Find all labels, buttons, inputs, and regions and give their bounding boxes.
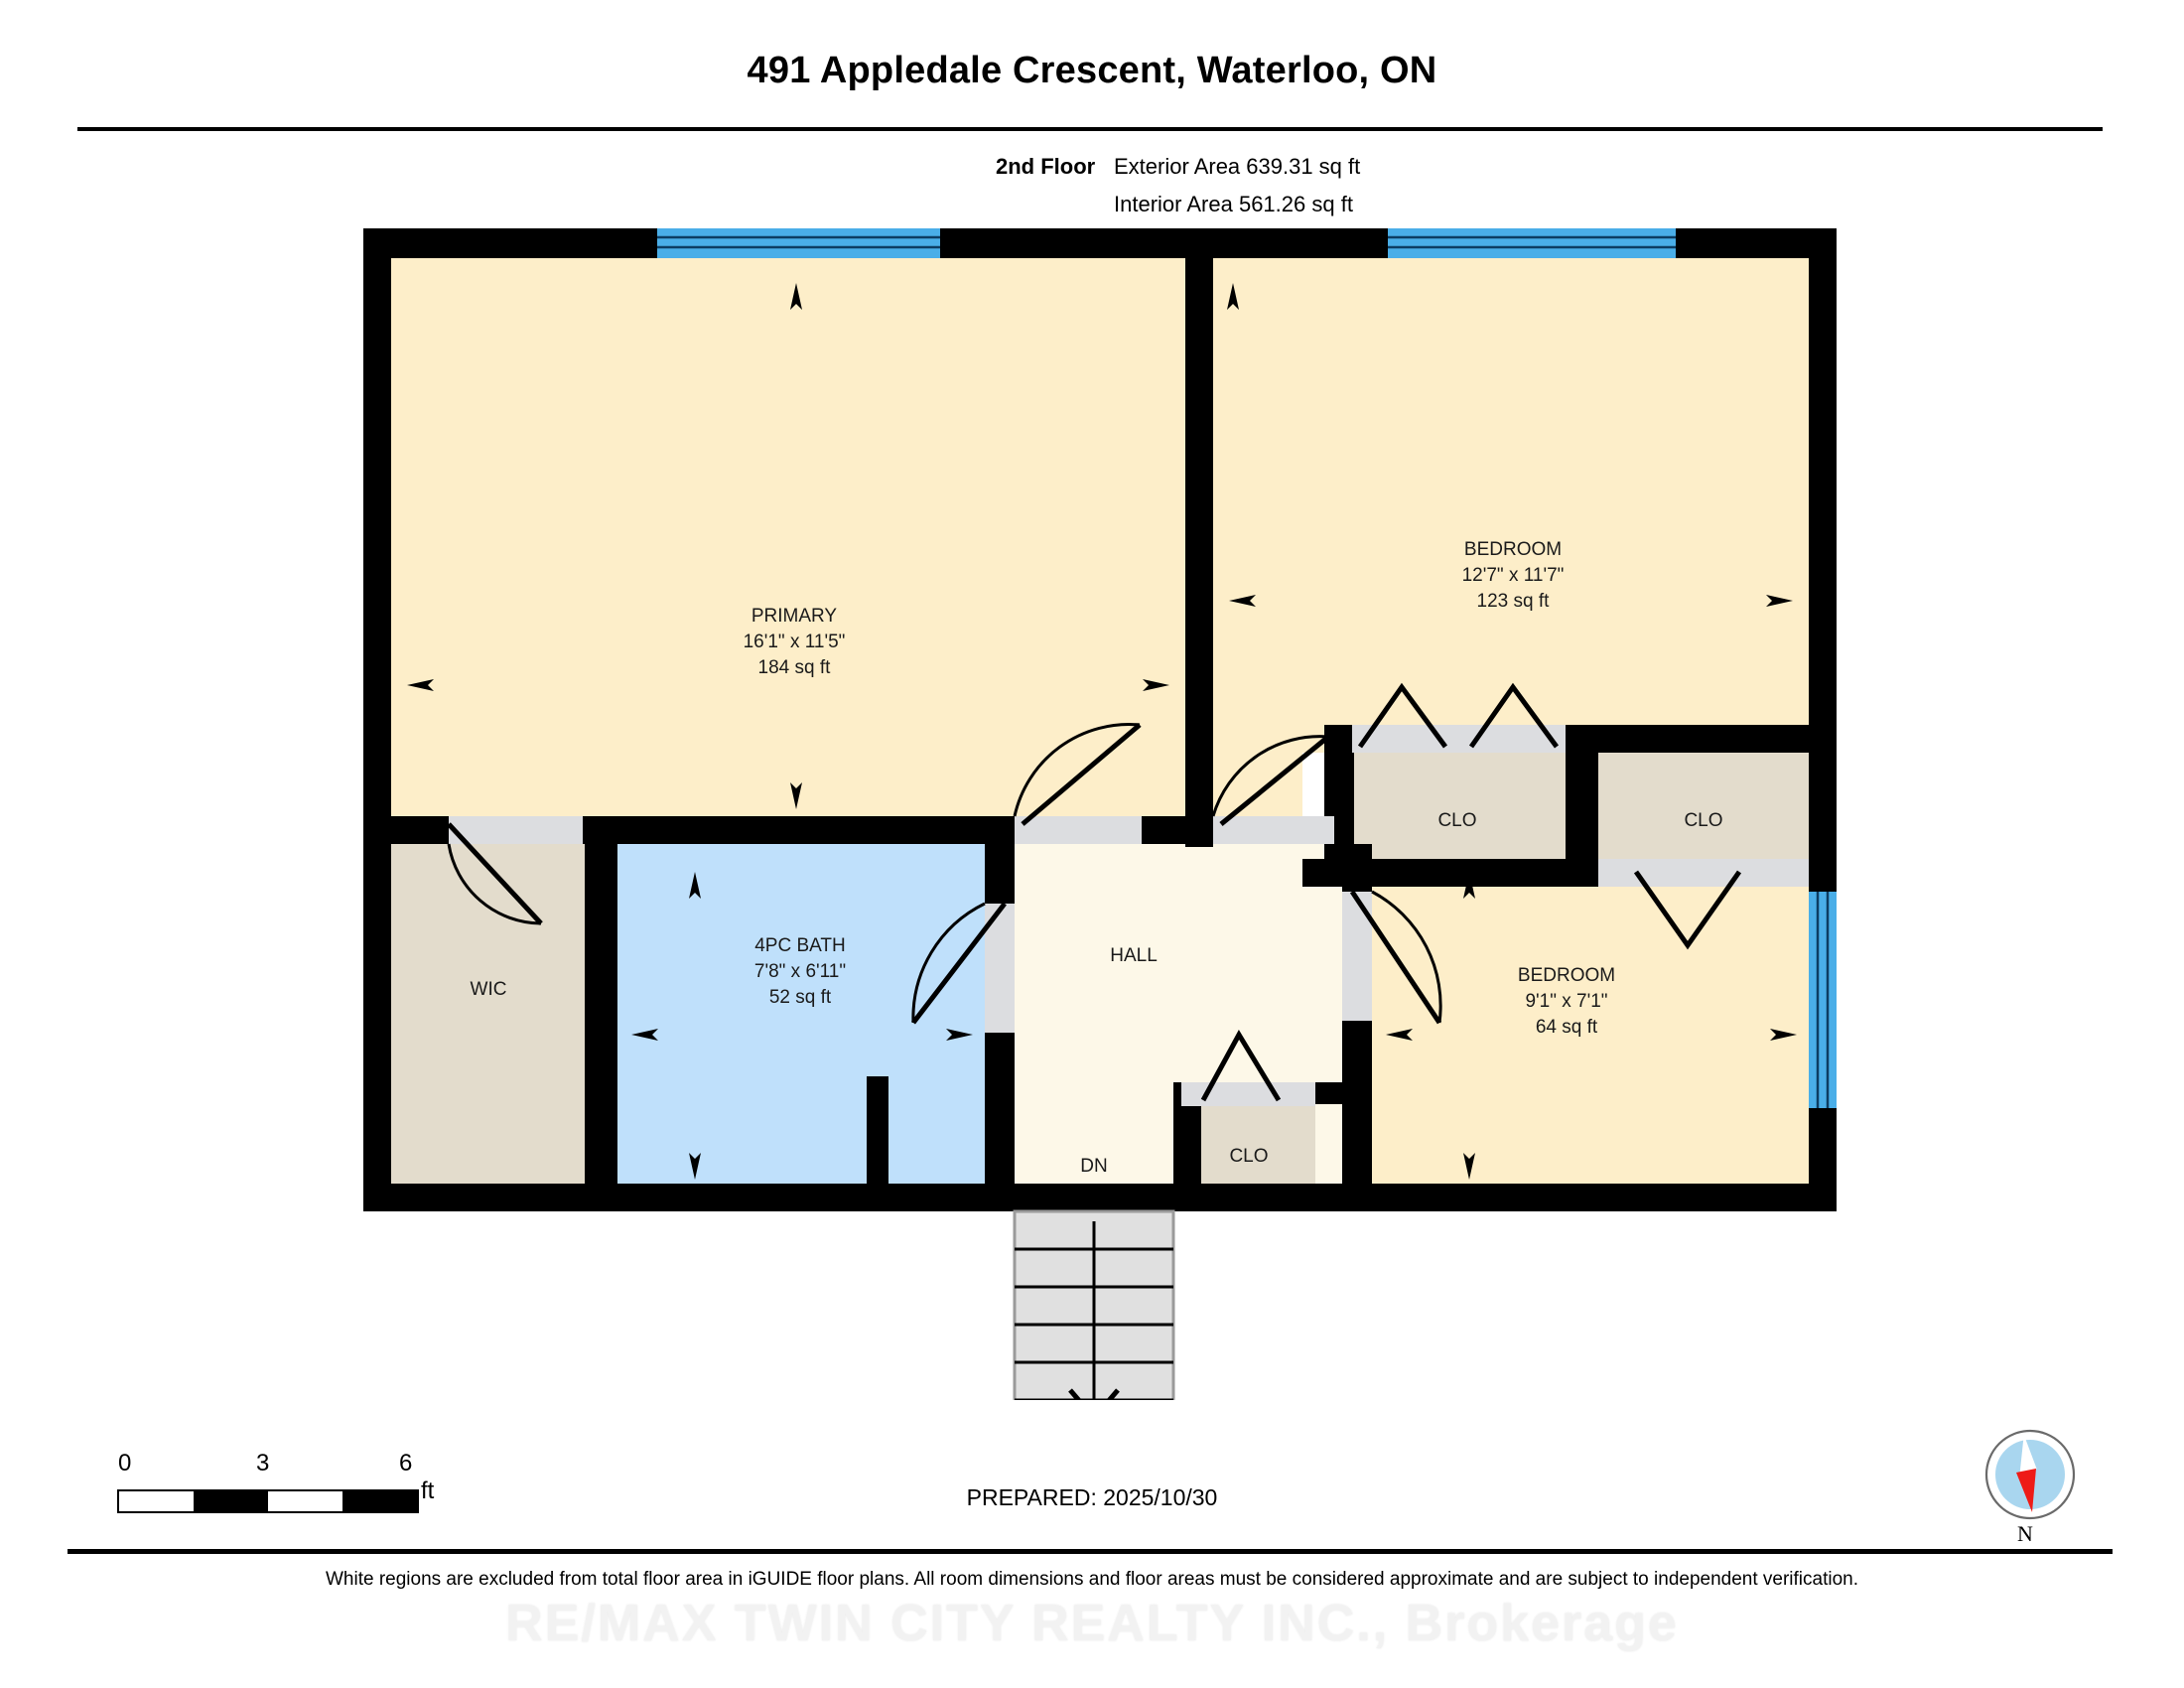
compass-needle-red <box>2016 1469 2036 1512</box>
brokerage-watermark: RE/MAX TWIN CITY REALTY INC., Brokerage <box>505 1595 1679 1652</box>
room-fill-bedroom-small <box>1372 844 1809 1211</box>
door-pad-closet-1 <box>1352 725 1566 753</box>
scale-segment-1 <box>119 1491 194 1511</box>
room-dim-bedroom-small: 9'1" x 7'1" <box>1525 991 1607 1012</box>
bath-partition <box>867 1076 888 1211</box>
room-name-bedroom-small: BEDROOM <box>1518 965 1615 986</box>
room-name-hall: HALL <box>1110 945 1158 966</box>
compass-rose <box>1980 1425 2080 1524</box>
room-fill-wic <box>391 844 585 1211</box>
room-name-primary: PRIMARY <box>751 606 838 627</box>
room-name-closet-1: CLO <box>1437 810 1476 831</box>
door-pad-primary <box>1015 816 1142 844</box>
door-pad-closet-2 <box>1598 859 1809 887</box>
room-labels: PRIMARY 16'1" x 11'5" 184 sq ft BEDROOM … <box>471 539 1723 1177</box>
windows <box>657 228 1837 1108</box>
disclaimer-text: White regions are excluded from total fl… <box>325 1569 1859 1590</box>
scale-bar <box>117 1489 419 1513</box>
dimension-arrows <box>407 283 1797 1180</box>
title-divider <box>77 127 2103 131</box>
room-area-primary: 184 sq ft <box>758 657 832 678</box>
doors <box>447 682 1809 1106</box>
scale-segment-3 <box>268 1491 342 1511</box>
door-pad-closet-3 <box>1181 1082 1315 1106</box>
room-dim-primary: 16'1" x 11'5" <box>744 632 846 652</box>
footer-divider <box>68 1549 2113 1554</box>
scale-segment-2 <box>194 1491 268 1511</box>
room-area-bedroom-large: 123 sq ft <box>1477 591 1551 612</box>
exterior-area-label: Exterior Area 639.31 sq ft <box>1114 154 1361 179</box>
room-area-bath: 52 sq ft <box>769 987 832 1008</box>
floorplan-canvas: PRIMARY 16'1" x 11'5" 184 sq ft BEDROOM … <box>0 228 2184 1400</box>
room-dim-bath: 7'8" x 6'11" <box>754 961 846 982</box>
room-name-closet-3: CLO <box>1229 1146 1268 1167</box>
stairs-direction-label: DN <box>1080 1156 1107 1177</box>
room-dim-bedroom-large: 12'7" x 11'7" <box>1462 565 1565 586</box>
scale-segment-4 <box>342 1491 417 1511</box>
room-name-closet-2: CLO <box>1684 810 1722 831</box>
door-pad-bedroom-large <box>1213 816 1334 844</box>
room-fill-bath <box>617 844 985 1211</box>
prepared-date: PREPARED: 2025/10/30 <box>966 1484 1218 1510</box>
room-name-wic: WIC <box>471 979 507 1000</box>
scale-tick-0: 0 <box>118 1450 132 1477</box>
scale-tick-6: 6 <box>399 1450 413 1477</box>
interior-area-label: Interior Area 561.26 sq ft <box>1114 192 1353 216</box>
page-title: 491 Appledale Crescent, Waterloo, ON <box>747 50 1437 91</box>
room-fill-primary <box>391 256 1185 862</box>
floor-label: 2nd Floor <box>996 154 1096 179</box>
window-primary-top <box>657 228 940 258</box>
window-bedroom-small-right <box>1809 892 1837 1108</box>
scale-unit-label: ft <box>421 1477 435 1504</box>
room-area-bedroom-small: 64 sq ft <box>1536 1017 1598 1038</box>
room-name-bedroom-large: BEDROOM <box>1464 539 1562 560</box>
door-pad-wic <box>449 816 583 844</box>
window-bedroom-top <box>1388 228 1676 258</box>
room-name-bath: 4PC BATH <box>754 935 846 956</box>
scale-tick-3: 3 <box>256 1450 270 1477</box>
room-fill-bedroom-large <box>1213 256 1809 753</box>
stairs <box>1013 1209 1175 1400</box>
compass-north-label: N <box>2017 1521 2033 1546</box>
